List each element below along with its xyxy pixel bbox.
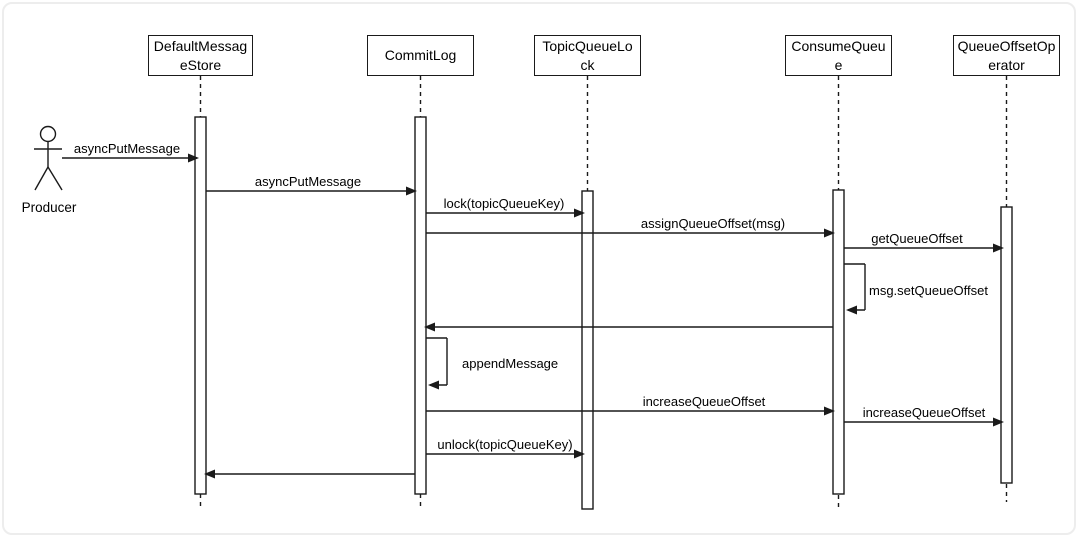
message-arrowhead-return-11 bbox=[204, 469, 215, 479]
participant-label-line: ck bbox=[580, 56, 595, 73]
participant-box-queue-offset-operator: QueueOffsetOp erator bbox=[953, 35, 1060, 76]
message-arrowhead-unlock-topicqueuekey-10 bbox=[574, 449, 585, 459]
participant-box-default-message-store: DefaultMessag eStore bbox=[148, 35, 253, 76]
message-arrowhead-assignqueueoffset-msg-3 bbox=[824, 228, 835, 238]
message-arrowhead-increasequeueoffset-9 bbox=[993, 417, 1004, 427]
participant-box-consume-queue: ConsumeQueu e bbox=[785, 35, 892, 76]
message-arrowhead-increasequeueoffset-8 bbox=[824, 406, 835, 416]
activation-bar-queue-offset-operator bbox=[1000, 206, 1013, 484]
message-arrowhead-asyncputmessage-0 bbox=[188, 153, 199, 163]
participant-label-line: DefaultMessag bbox=[153, 37, 248, 54]
diagram-frame bbox=[2, 2, 1076, 535]
self-message-arrowhead-appendmessage bbox=[428, 380, 439, 390]
activation-bar-topic-queue-lock bbox=[581, 190, 594, 510]
participant-label-line: TopicQueueLo bbox=[542, 37, 633, 54]
message-label-assignqueueoffset-msg-3: assignQueueOffset(msg) bbox=[640, 216, 786, 231]
message-arrowhead-getqueueoffset-4 bbox=[993, 243, 1004, 253]
participant-box-topic-queue-lock: TopicQueueLo ck bbox=[534, 35, 641, 76]
message-label-asyncputmessage-0: asyncPutMessage bbox=[73, 141, 181, 156]
activation-bar-consume-queue bbox=[832, 189, 845, 495]
participant-label-line: ConsumeQueu bbox=[791, 37, 886, 54]
actor-head bbox=[39, 125, 57, 143]
message-label-lock-topicqueuekey-2: lock(topicQueueKey) bbox=[443, 196, 565, 211]
message-label-msg-setqueueoffset: msg.setQueueOffset bbox=[869, 283, 988, 298]
participant-label-line: e bbox=[834, 56, 843, 73]
actor-leg-left bbox=[34, 166, 49, 191]
message-label-increasequeueoffset-9: increaseQueueOffset bbox=[862, 405, 986, 420]
actor-leg-right bbox=[47, 166, 63, 191]
participant-box-commit-log: CommitLog bbox=[367, 35, 474, 76]
participant-label-line: CommitLog bbox=[384, 47, 457, 63]
message-label-increasequeueoffset-8: increaseQueueOffset bbox=[642, 394, 766, 409]
message-arrowhead-lock-topicqueuekey-2 bbox=[574, 208, 585, 218]
self-message-arrowhead-msg-setqueueoffset bbox=[846, 305, 857, 315]
message-label-getqueueoffset-4: getQueueOffset bbox=[871, 231, 963, 246]
message-label-asyncputmessage-1: asyncPutMessage bbox=[254, 174, 362, 189]
activation-bar-default-message-store bbox=[194, 116, 207, 495]
message-arrowhead-asyncputmessage-1 bbox=[406, 186, 417, 196]
participant-label-line: QueueOffsetOp bbox=[957, 37, 1056, 54]
participant-label-line: eStore bbox=[179, 56, 222, 73]
message-label-unlock-topicqueuekey-10: unlock(topicQueueKey) bbox=[437, 437, 573, 452]
actor-label: Producer bbox=[21, 200, 77, 215]
message-label-appendmessage: appendMessage bbox=[462, 356, 559, 371]
message-arrowhead-return-6 bbox=[424, 322, 435, 332]
activation-bar-commit-log bbox=[414, 116, 427, 495]
participant-label-line: erator bbox=[988, 56, 1025, 73]
